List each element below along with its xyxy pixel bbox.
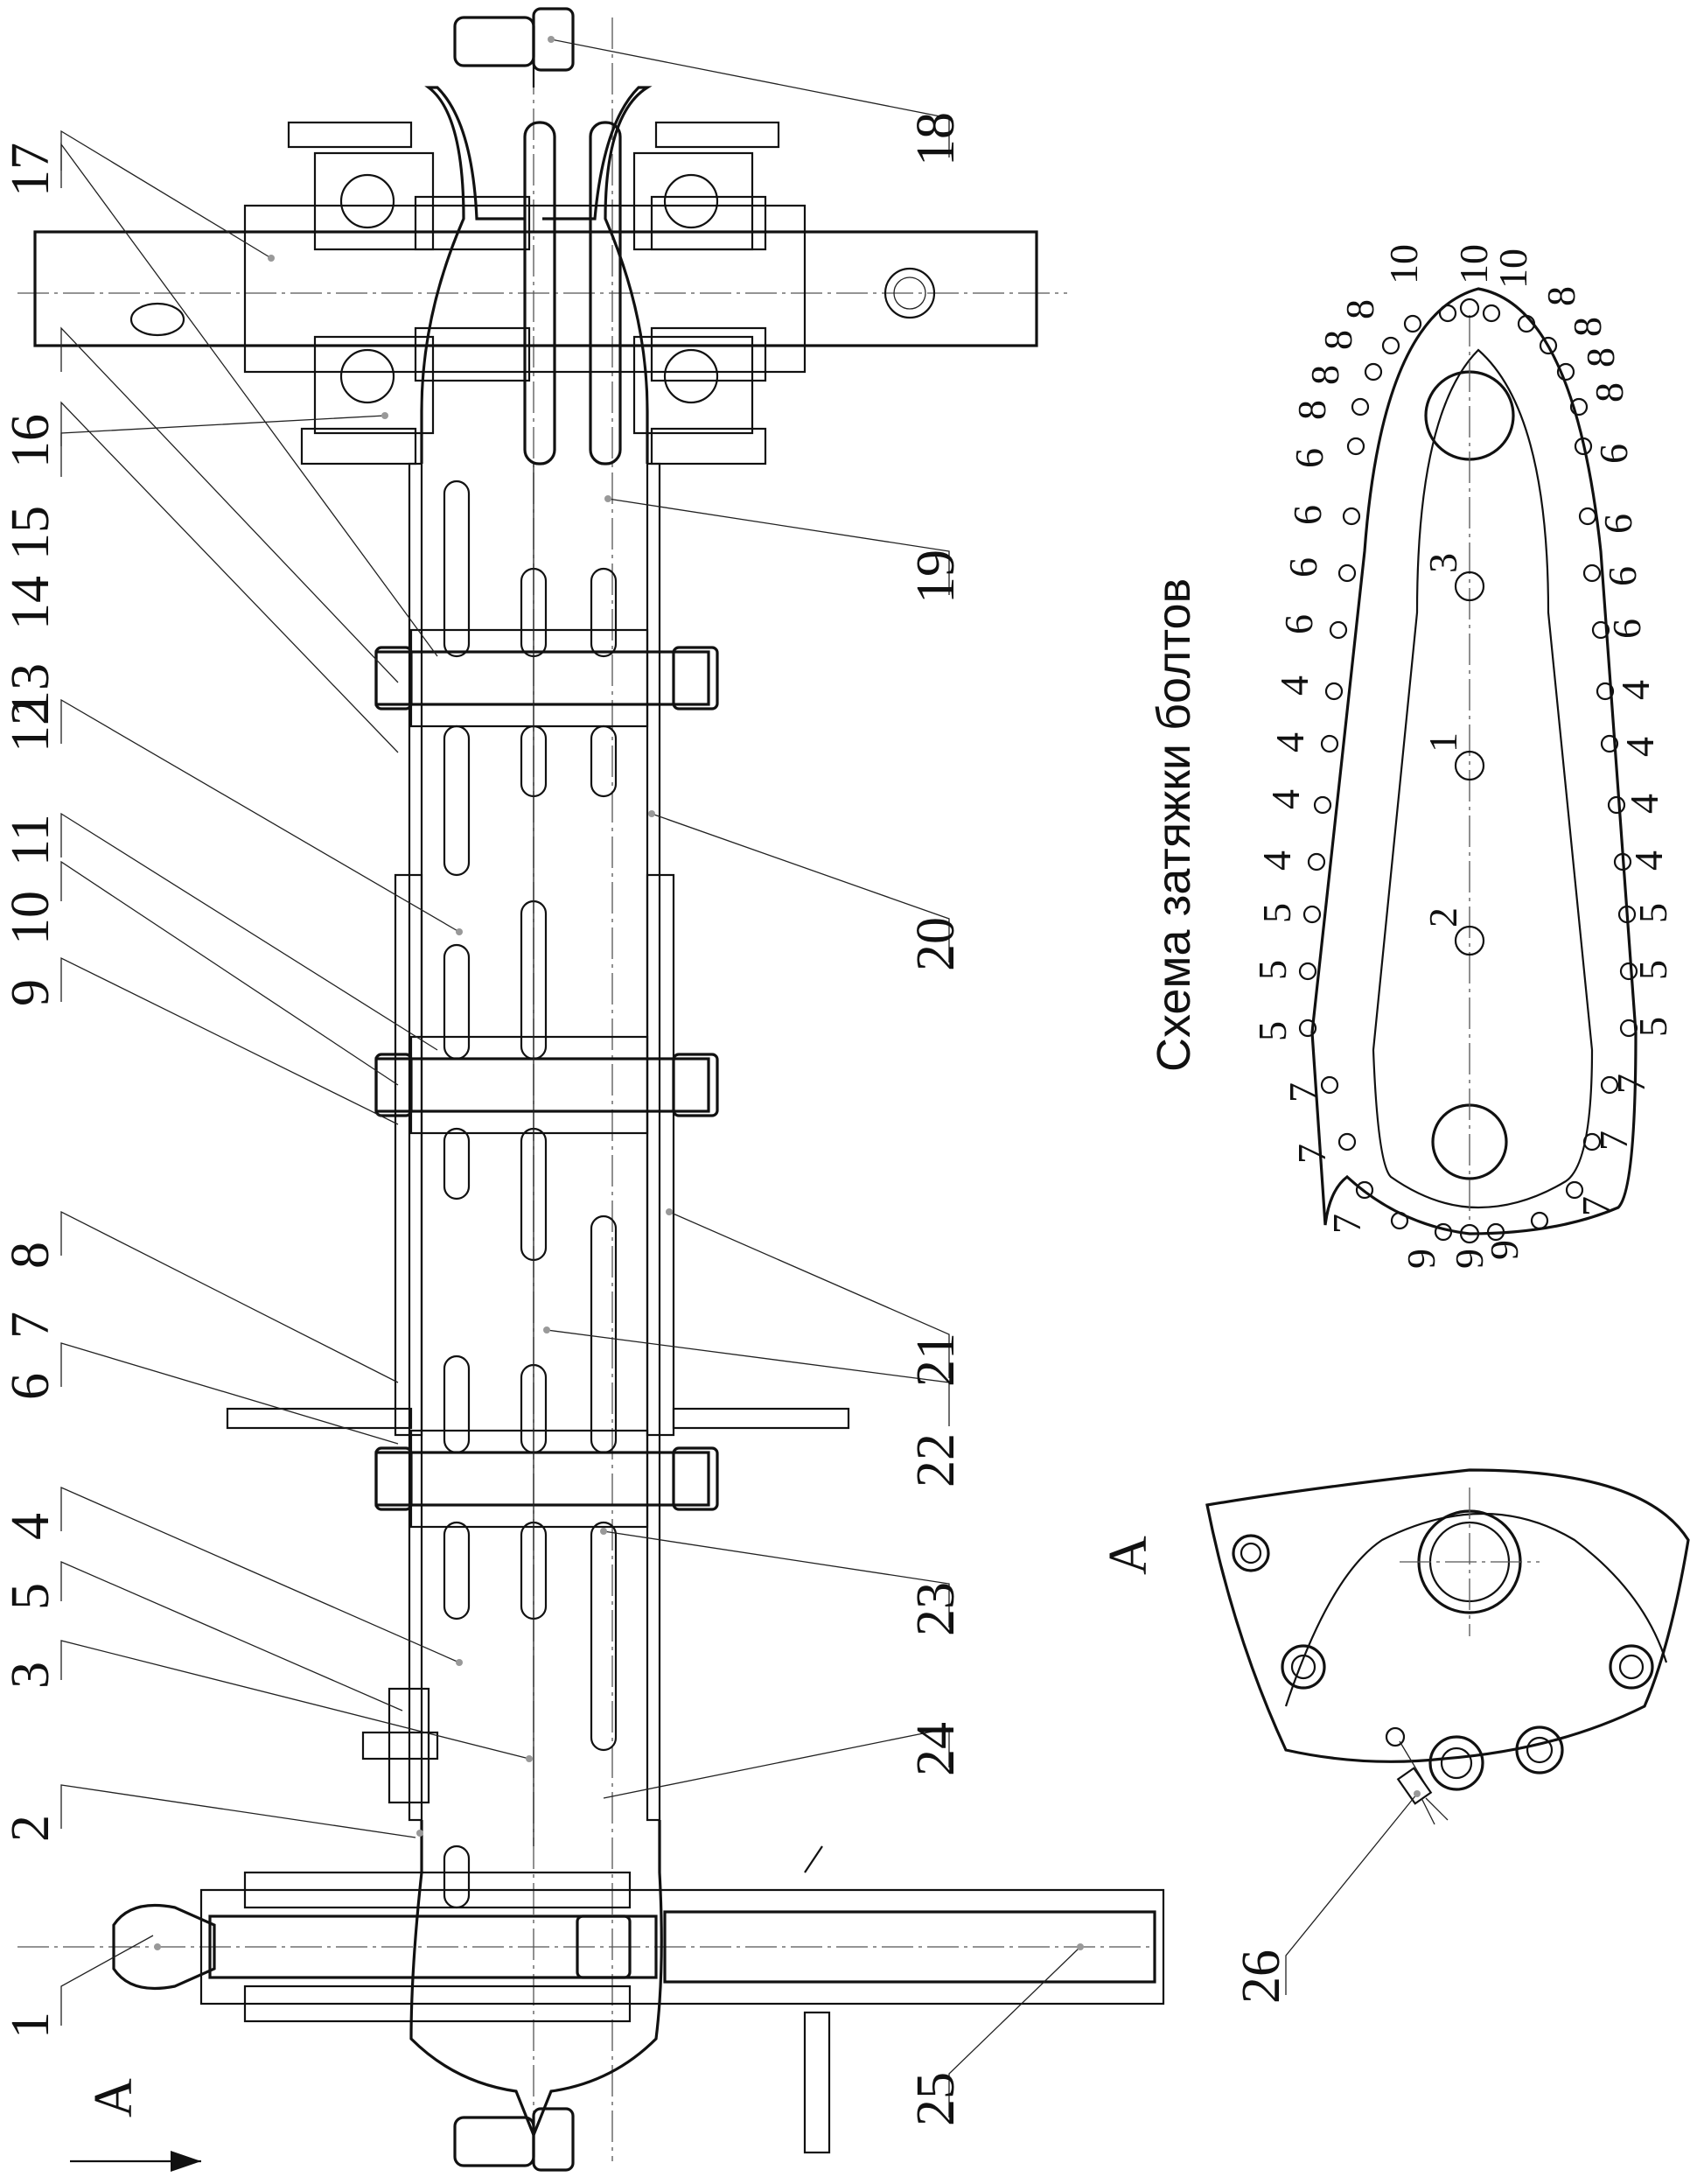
part-number-17: 17 (1, 143, 60, 197)
tightening-right-label: 8 (1539, 286, 1583, 306)
tightening-right-label: 7 (1574, 1196, 1618, 1216)
part-number-26: 26 (1232, 1950, 1291, 2004)
tightening-left-label: 8 (1316, 330, 1360, 350)
tightening-left-column: 9 7 7 7 5 5 5 4 4 4 4 6 6 6 6 8 8 8 8 10 (1250, 244, 1443, 1269)
tightening-right-label: 4 (1617, 737, 1662, 757)
part-number-16: 16 (1, 414, 60, 468)
cross-axle-2 (374, 1035, 719, 1135)
tightening-right-label: 6 (1596, 514, 1640, 534)
tightening-scheme-title: Схема затяжки болтов (1148, 578, 1200, 1072)
leader-lines-left (60, 130, 530, 2026)
tightening-right-label: 4 (1622, 794, 1666, 814)
tightening-left-label: 6 (1287, 448, 1331, 468)
part-labels-left: 1 2 3 5 4 6 7 8 9 10 11 12 13 14 15 16 1… (1, 143, 60, 2039)
lower-shaft (112, 1845, 1165, 2154)
part-number-1: 1 (1, 2012, 60, 2039)
tightening-right-label: 4 (1613, 680, 1658, 700)
view-a-detail: A 26 (1099, 1468, 1690, 2004)
part-number-2: 2 (1, 1815, 60, 1842)
tightening-left-label: 8 (1337, 299, 1382, 319)
tightening-right-label: 6 (1604, 619, 1649, 639)
tightening-right-label: 5 (1631, 903, 1675, 923)
view-label-a-arrow: A (84, 2078, 143, 2118)
part-number-20: 20 (906, 917, 966, 971)
leader-lines-right (546, 38, 1081, 2118)
tightening-left-label: 7 (1324, 1214, 1369, 1234)
bolt-tightening-scheme: Схема затяжки болтов (1148, 244, 1675, 1269)
part-number-10: 10 (1, 891, 60, 945)
tightening-left-label: 8 (1289, 400, 1334, 420)
tightening-center-1: 1 (1421, 732, 1465, 752)
part-number-5: 5 (1, 1583, 60, 1610)
part-number-18: 18 (906, 112, 966, 166)
tightening-left-label: 4 (1263, 789, 1308, 809)
tightening-left-label: 6 (1276, 614, 1321, 634)
part-number-21: 21 (906, 1333, 966, 1387)
tightening-left-label: 6 (1281, 557, 1325, 578)
tightening-right-label: 9 (1447, 1249, 1491, 1269)
tightening-left-label: 6 (1285, 505, 1330, 525)
casing (226, 86, 850, 2136)
tightening-left-label: 10 (1381, 244, 1426, 284)
tightening-left-label: 7 (1289, 1144, 1334, 1164)
part-number-8: 8 (1, 1242, 60, 1269)
part-number-13: 13 (1, 663, 60, 718)
part-number-12: 12 (1, 698, 60, 752)
part-number-23: 23 (906, 1582, 966, 1636)
main-sectional-view: 1 2 3 5 4 6 7 8 9 10 11 12 13 14 15 16 1… (1, 7, 1165, 2172)
part-number-15: 15 (1, 506, 60, 560)
top-bolt (453, 7, 575, 88)
view-label-a: A (1099, 1536, 1158, 1575)
marker-dots (154, 36, 1084, 1950)
chain-links (443, 464, 618, 1909)
tightening-left-label: 4 (1268, 732, 1312, 752)
part-number-19: 19 (906, 550, 966, 604)
tightening-right-column: 10 10 8 8 8 8 6 6 6 6 4 4 4 4 5 5 5 7 7 … (1447, 244, 1675, 1269)
part-number-9: 9 (1, 979, 60, 1006)
bottom-bolt (453, 2107, 575, 2172)
tightening-right-label: 8 (1578, 347, 1623, 368)
part-number-24: 24 (906, 1722, 966, 1776)
tightening-right-label: 10 (1491, 248, 1535, 289)
part-number-11: 11 (1, 814, 60, 866)
lock-pin (361, 1687, 439, 1804)
part-number-3: 3 (1, 1662, 60, 1689)
tightening-right-label: 7 (1609, 1074, 1653, 1094)
tightening-right-label: 6 (1600, 566, 1645, 586)
tightening-right-label: 6 (1591, 444, 1636, 464)
tightening-center-3: 3 (1421, 553, 1465, 573)
part-number-25: 25 (906, 2072, 966, 2126)
tightening-left-label: 5 (1250, 1021, 1295, 1041)
part-number-7: 7 (1, 1312, 60, 1339)
tightening-left-label: 5 (1250, 960, 1295, 980)
tightening-left-label: 7 (1281, 1082, 1325, 1102)
tightening-right-label: 5 (1631, 960, 1675, 980)
cross-axle-3 (374, 1429, 719, 1529)
tightening-right-label: 10 (1451, 244, 1496, 284)
part-number-22: 22 (906, 1433, 966, 1488)
part-number-4: 4 (1, 1513, 60, 1540)
tightening-left-label: 4 (1254, 850, 1299, 871)
part-number-6: 6 (1, 1373, 60, 1400)
tightening-right-label: 5 (1631, 1017, 1675, 1037)
tightening-center-2: 2 (1421, 907, 1465, 928)
tightening-right-label: 8 (1587, 382, 1631, 402)
tightening-left-label: 9 (1399, 1249, 1443, 1269)
tightening-left-label: 4 (1272, 676, 1316, 696)
part-number-14: 14 (1, 576, 60, 630)
upper-shaft (33, 121, 1038, 466)
perimeter-holes (1298, 298, 1638, 1244)
tightening-right-label: 9 (1482, 1240, 1526, 1260)
part-labels-right: 18 19 20 21 22 23 24 25 (906, 112, 966, 2126)
tightening-left-label: 5 (1254, 903, 1299, 923)
tightening-left-label: 8 (1302, 365, 1347, 385)
tightening-right-label: 4 (1626, 850, 1671, 871)
tightening-right-label: 7 (1591, 1130, 1636, 1151)
view-a-bolt-heads (1232, 1534, 1654, 1791)
view-arrow-a: A (70, 2078, 201, 2172)
tightening-right-label: 8 (1565, 317, 1610, 337)
